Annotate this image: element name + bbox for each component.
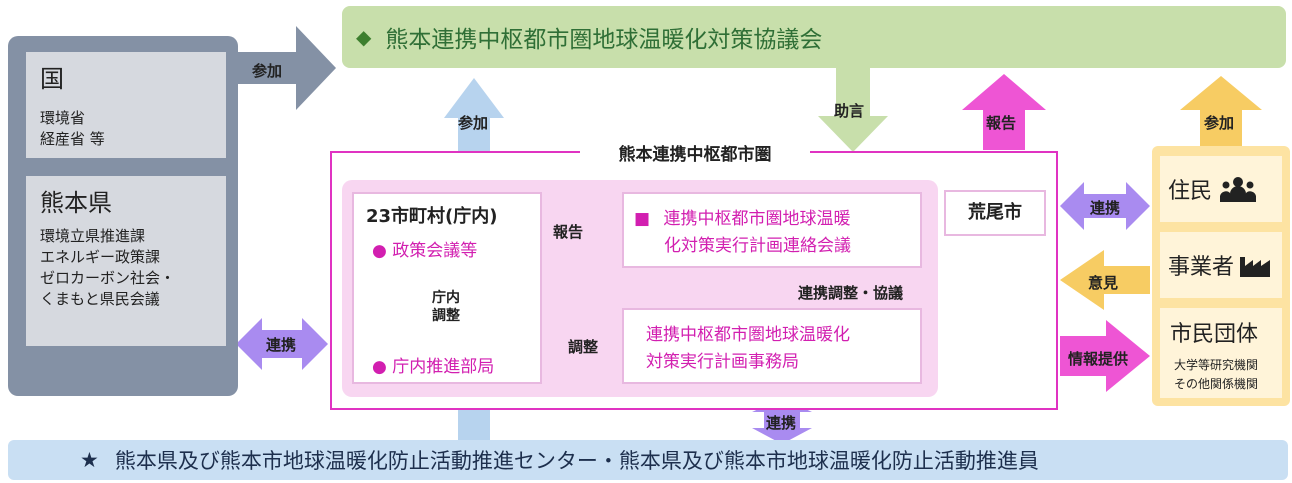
national-box: 国 環境省 経産省 等 [26, 52, 226, 158]
arao-city-box: 荒尾市 [944, 190, 1046, 236]
center-bar-label: 熊本県及び熊本市地球温暖化防止活動推進センター・熊本県及び熊本市地球温暖化防止活… [114, 449, 1039, 473]
prefecture-line-1: 環境立県推進課 [40, 227, 146, 246]
prefecture-line-3: ゼロカーボン社会・ [40, 269, 176, 288]
municipalities-box: 23市町村(庁内) ● 政策会議等 ● 庁内推進部局 [352, 192, 542, 384]
label-report-up: 報告 [986, 114, 1017, 132]
label-coordination-consultation: 連携調整・協議 [798, 284, 904, 302]
municipalities-title: 23市町村(庁内) [366, 206, 498, 227]
secretariat-line-1: 連携中枢都市圏地球温暖化 [646, 325, 850, 345]
label-coordinate: 調整 [568, 338, 599, 356]
national-title: 国 [40, 65, 64, 93]
arrow-national-to-council [238, 26, 336, 110]
intra-office-label-2: 調整 [432, 308, 460, 324]
label-link-left: 連携 [266, 336, 297, 354]
secretariat-line-2: 対策実行計画事務局 [646, 352, 799, 372]
residents-box: 住民 [1160, 156, 1282, 222]
area-title: 熊本連携中枢都市圏 [580, 140, 810, 165]
label-link-bottom: 連携 [766, 414, 797, 432]
residents-label: 住民 [1168, 179, 1213, 204]
national-line-1: 環境省 [40, 109, 86, 128]
label-report-internal: 報告 [553, 223, 584, 241]
civic-groups-box: 市民団体 大学等研究機関 その他関係機関 [1160, 308, 1282, 398]
business-box: 事業者 [1160, 232, 1282, 298]
arrow-info-provision [1060, 320, 1150, 392]
label-participate-center: 参加 [458, 114, 489, 132]
label-advice: 助言 [834, 102, 865, 120]
prefecture-line-4: くまもと県民会議 [40, 290, 160, 309]
people-icon [1220, 177, 1257, 202]
star-icon: ★ [80, 448, 99, 472]
civic-groups-sub-2: その他関係機関 [1174, 377, 1259, 391]
promotion-departments: ● 庁内推進部局 [372, 357, 495, 377]
label-opinion: 意見 [1088, 274, 1119, 292]
center-bar: ★ 熊本県及び熊本市地球温暖化防止活動推進センター・熊本県及び熊本市地球温暖化防… [8, 440, 1288, 480]
citizens-column: 住民 事業者 市民団体 大学等研究機関 その他関係機関 [1152, 146, 1290, 406]
label-link-right: 連携 [1090, 199, 1121, 217]
national-line-2: 経産省 等 [40, 130, 105, 149]
business-label: 事業者 [1168, 255, 1235, 280]
liaison-meeting-line-1: 連携中枢都市圏地球温暖 [663, 209, 851, 229]
label-participate-citizens: 参加 [1204, 114, 1235, 132]
factory-icon [1240, 257, 1271, 277]
intra-office-label-1: 庁内 [432, 290, 460, 306]
label-info-provision: 情報提供 [1068, 350, 1129, 368]
liaison-meeting-line-2: 化対策実行計画連絡会議 [664, 236, 851, 256]
arrow-report-up [962, 74, 1046, 150]
square-icon: ■ [634, 209, 651, 229]
arrow-link-left [236, 318, 328, 370]
council-label: 熊本連携中枢都市圏地球温暖化対策協議会 [385, 27, 823, 53]
prefecture-line-2: エネルギー政策課 [40, 248, 161, 267]
secretariat-box: 連携中枢都市圏地球温暖化 対策実行計画事務局 [622, 308, 922, 384]
government-panel: 国 環境省 経産省 等 熊本県 環境立県推進課 エネルギー政策課 ゼロカーボン社… [8, 36, 238, 396]
arrow-link-right [1060, 182, 1150, 230]
prefecture-title: 熊本県 [40, 189, 112, 217]
council-bar: ◆ 熊本連携中枢都市圏地球温暖化対策協議会 [342, 6, 1286, 68]
prefecture-box: 熊本県 環境立県推進課 エネルギー政策課 ゼロカーボン社会・ くまもと県民会議 [26, 176, 226, 346]
arrow-citizens-participate [1180, 76, 1262, 148]
arrow-opinion [1060, 250, 1150, 310]
civic-groups-label: 市民団体 [1170, 322, 1259, 347]
arrow-advice [818, 68, 888, 152]
policy-meeting: ● 政策会議等 [372, 241, 478, 261]
liaison-meeting-box: ■ 連携中枢都市圏地球温暖 化対策実行計画連絡会議 [622, 192, 922, 268]
diamond-icon: ◆ [356, 25, 372, 49]
civic-groups-sub-1: 大学等研究機関 [1174, 358, 1259, 372]
label-participate-national: 参加 [252, 62, 283, 80]
